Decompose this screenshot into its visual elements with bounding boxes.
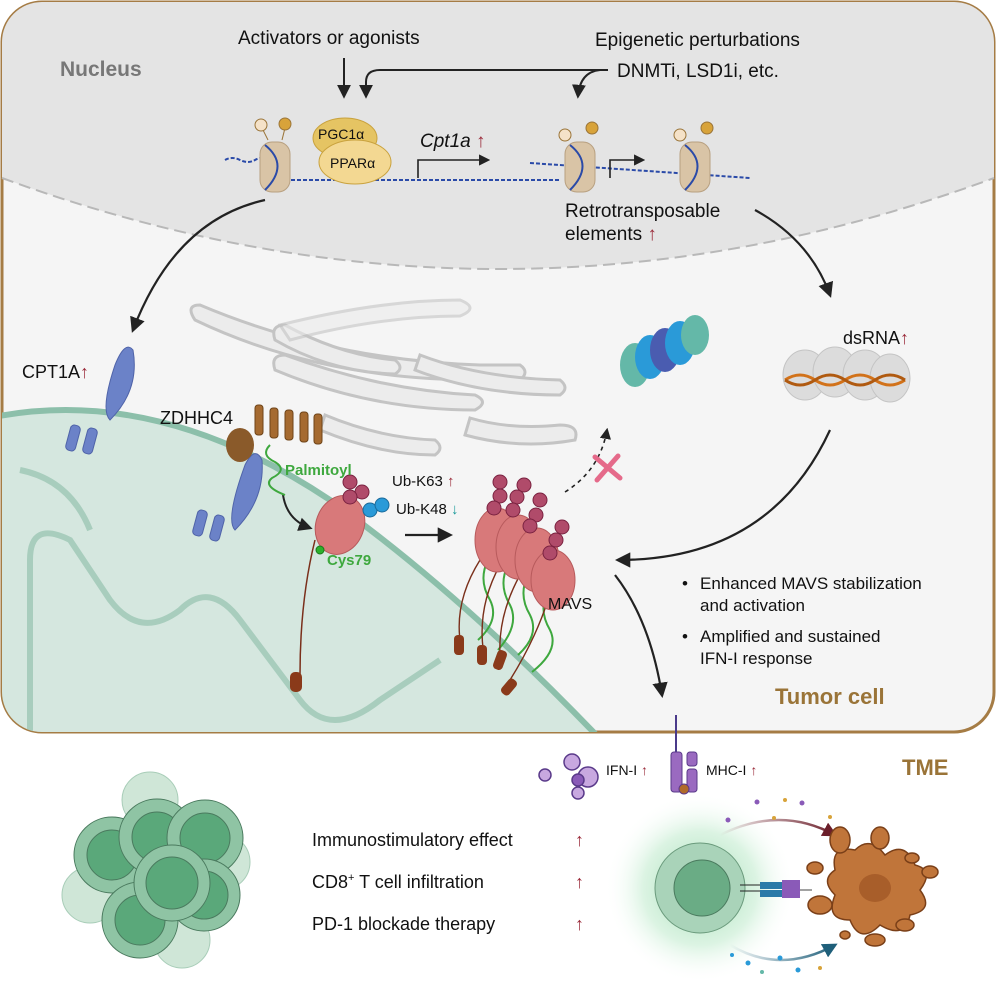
arrow-to-dsrna [754, 209, 834, 298]
nucleosome-3 [673, 121, 714, 193]
arrow-epigenetic-to-retro [571, 69, 601, 99]
zdhhc4-label: ZDHHC4 [160, 408, 234, 428]
golgi-apparatus [189, 298, 578, 457]
ifn-i-cytokines [538, 753, 599, 800]
bullet-2-line1: Amplified and sustained [700, 627, 881, 646]
up-arrow-icon: ↑ [641, 762, 648, 778]
up-arrow-icon: ↑ [80, 362, 90, 382]
retro-line1: Retrotransposable [565, 201, 721, 222]
blocked-x-icon [592, 453, 623, 483]
tumor-cell-label: Tumor cell [775, 684, 885, 709]
bullet-1-line1: Enhanced MAVS stabilization [700, 574, 922, 593]
tme-label: TME [902, 755, 949, 780]
nucleosome-2 [558, 121, 599, 193]
up-arrow-icon: ↑ [575, 872, 584, 892]
retro-line2-text: elements [565, 224, 643, 245]
bullet-icon: • [682, 627, 688, 646]
arrow-dsrna-to-mavs [614, 429, 831, 568]
cpt1a-protein-2 [192, 453, 263, 542]
nucleosome-1 [254, 117, 292, 193]
arrow-to-cpt1a [130, 198, 266, 333]
ifn-i-text: IFN-I [606, 762, 638, 778]
nuclear-envelope [1, 177, 995, 270]
effect-text: PD-1 blockade therapy [312, 914, 496, 934]
cd8-t-cell [605, 793, 795, 983]
ppara-label: PPARα [330, 155, 376, 171]
dsrna-label: dsRNA↑ [843, 328, 909, 349]
ub-k48-label: Ub-K48 ↓ [396, 501, 459, 518]
effect-text-pre: CD8 [312, 872, 349, 892]
cpt1a-gene-label: Cpt1a ↑ [420, 131, 485, 153]
arrow-palmitoylation [282, 494, 313, 531]
up-arrow-icon: ↑ [475, 131, 486, 152]
cpt1a-protein-label: CPT1A↑ [22, 362, 89, 383]
proteasome [620, 315, 709, 387]
promoter-arrow-cpt1a [417, 154, 491, 178]
cpt1a-text: CPT1A [22, 362, 81, 382]
bullet-1-line2: and activation [700, 596, 805, 615]
mavs-label: MAVS [548, 596, 593, 613]
palmitoyl-label: Palmitoyl [285, 462, 352, 479]
up-arrow-icon: ↑ [575, 830, 584, 850]
dsrna-complex [782, 346, 911, 403]
nucleus-region [2, 2, 994, 269]
activators-label: Activators or agonists [238, 28, 420, 49]
cpt1a-gene-name: Cpt1a [420, 131, 471, 152]
ub-k48-text: Ub-K48 [396, 501, 447, 518]
bullet-icon: • [682, 574, 688, 593]
ub-k63-label: Ub-K63 ↑ [392, 473, 455, 490]
cys79-label: Cys79 [327, 552, 372, 569]
pgc1a-label: PGC1α [318, 126, 365, 142]
up-arrow-icon: ↑ [647, 224, 657, 245]
effect-sup: + [348, 872, 355, 884]
pgc1a-ppara-complex [312, 117, 392, 185]
zdhhc4-enzyme [226, 404, 323, 496]
retro-label: Retrotransposable elements ↑ [565, 200, 720, 246]
effect-pd1-blockade: PD-1 blockade therapy [312, 914, 495, 935]
up-arrow-icon: ↑ [750, 762, 758, 778]
mhc-i-molecule [670, 751, 698, 795]
mavs-monomer [290, 474, 390, 692]
effect-text-post: T cell infiltration [354, 872, 484, 892]
arrow-epigenetic-to-pgc [359, 69, 608, 99]
up-arrow-icon: ↑ [900, 328, 910, 348]
outcome-bullet-1: • Enhanced MAVS stabilization and activat… [682, 573, 922, 617]
ub-k63-text: Ub-K63 [392, 473, 443, 490]
arrow-mavs-to-ifn [614, 574, 668, 699]
cytokine-particles [725, 798, 832, 974]
effect-text: Immunostimulatory effect [312, 830, 513, 850]
nucleus-label: Nucleus [60, 58, 142, 81]
dying-tumor-cell [806, 826, 939, 947]
bullet-2-line2: IFN-I response [700, 649, 813, 668]
promoter-arrow-retro [609, 154, 646, 178]
effect-immunostimulatory: Immunostimulatory effect [312, 830, 513, 851]
ifn-i-label: IFN-I ↑ [606, 762, 648, 778]
cpt1a-protein-1 [65, 346, 135, 455]
tumor-cell-cluster [61, 771, 251, 969]
tcr-mhc-synapse [740, 880, 812, 898]
down-arrow-icon: ↓ [451, 501, 459, 518]
up-arrow-icon: ↑ [447, 473, 455, 490]
effect-cd8-infiltration: CD8+ T cell infiltration [312, 872, 484, 893]
epigenetic-title: Epigenetic perturbations [595, 30, 800, 51]
retro-line2: elements ↑ [565, 223, 720, 246]
cytotoxic-arc-top [719, 818, 838, 837]
epigenetic-drugs: DNMTi, LSD1i, etc. [617, 61, 779, 82]
up-arrow-icon: ↑ [575, 914, 584, 934]
dsrna-text: dsRNA [843, 328, 901, 348]
mhc-i-text: MHC-I [706, 762, 747, 778]
mhc-i-label: MHC-I ↑ [706, 762, 757, 778]
mavs-oligomer [454, 474, 576, 696]
